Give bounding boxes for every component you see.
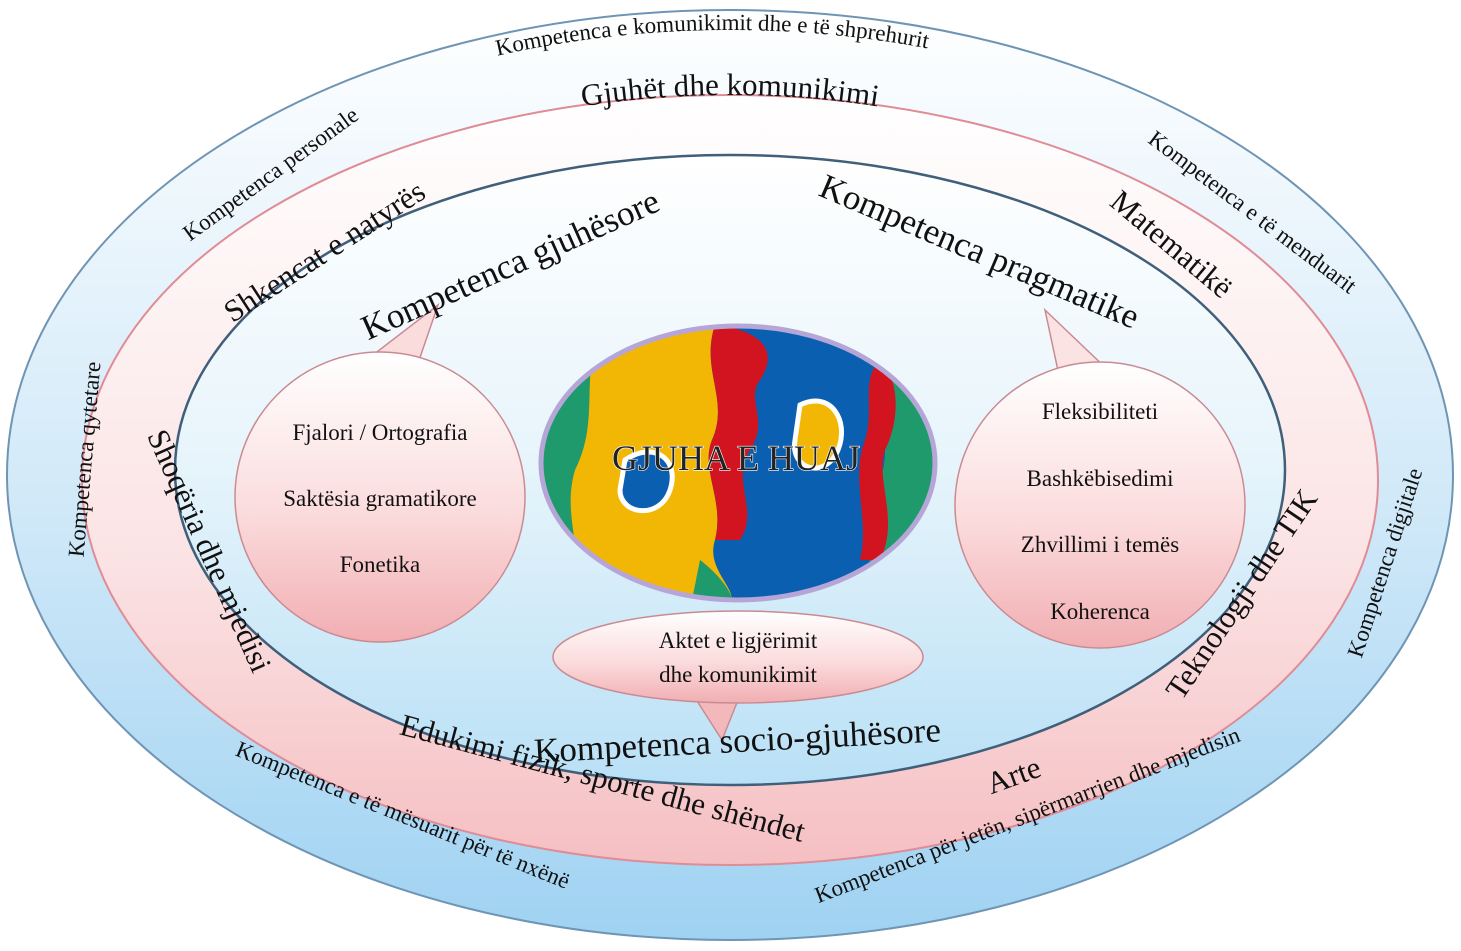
- bubble-left-item: Fonetika: [340, 552, 421, 577]
- bubble-right-item: Zhvillimi i temës: [1021, 532, 1179, 557]
- bubble-right: [954, 307, 1246, 649]
- bubble-bottom-line: dhe komunikimit: [659, 662, 817, 687]
- bubble-bottom: [552, 610, 924, 742]
- bubble-left: [234, 302, 526, 643]
- bubble-right-item: Koherenca: [1050, 599, 1150, 624]
- logo-frame: [538, 323, 938, 603]
- bubble-bottom-line: Aktet e ligjërimit: [659, 628, 818, 653]
- bubble-left-item: Fjalori / Ortografia: [292, 420, 467, 445]
- bubble-right-item: Fleksibiliteti: [1042, 399, 1158, 424]
- bubble-left-item: Saktësia gramatikore: [283, 486, 477, 511]
- bubble-right-items: Fleksibiliteti Bashkëbisedimi Zhvillimi …: [1021, 399, 1179, 624]
- bubble-left-items: Fjalori / Ortografia Saktësia gramatikor…: [283, 420, 477, 577]
- bubble-right-item: Bashkëbisedimi: [1027, 466, 1174, 491]
- bubble-bottom-items: Aktet e ligjërimit dhe komunikimit: [659, 628, 818, 687]
- center-label: GJUHA E HUAJ: [612, 438, 860, 478]
